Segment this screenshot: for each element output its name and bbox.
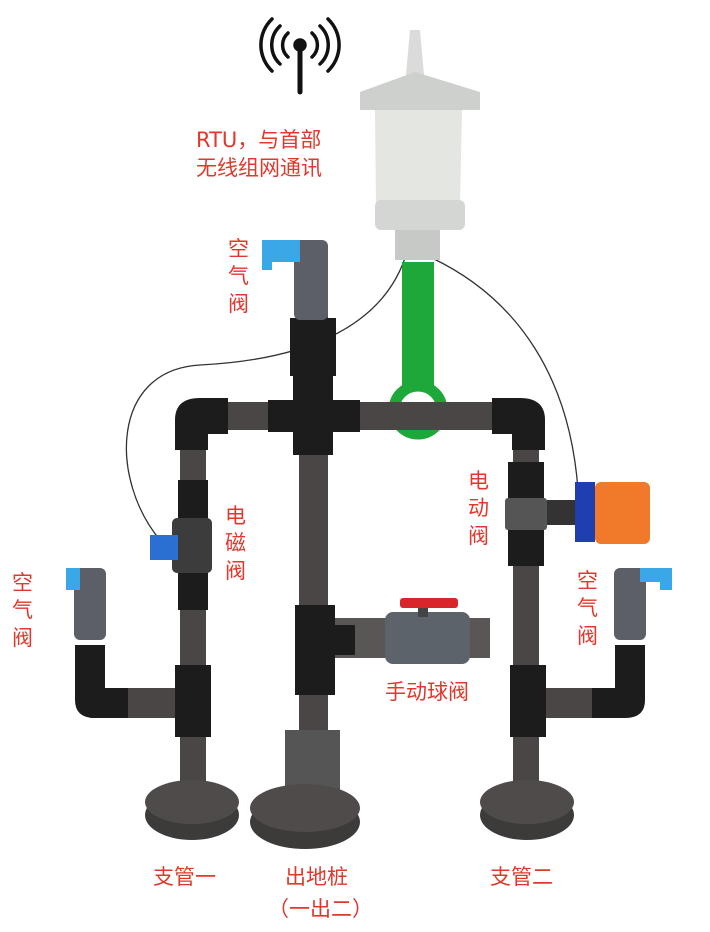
manual-ball-valve-label: 手动球阀: [385, 680, 469, 704]
air-valve-top-label: 空气阀: [228, 237, 249, 316]
solenoid-valve-label: 电磁阀: [225, 504, 246, 583]
air-valves: [66, 240, 672, 640]
electric-valve: [505, 482, 650, 544]
flanges: [145, 730, 574, 849]
air-valve-right-label: 空气阀: [577, 569, 598, 648]
rtu-device: [360, 30, 480, 260]
riser-label-line2: （一出二）: [268, 897, 373, 921]
branch-two-label: 支管二: [490, 865, 553, 889]
wireless-antenna-icon: [259, 17, 341, 95]
electric-valve-label: 电动阀: [468, 469, 489, 548]
branch-one-label: 支管一: [153, 865, 216, 889]
air-valve-left-label: 空气阀: [12, 571, 33, 650]
rtu-label-line2: 无线组网通讯: [196, 156, 322, 180]
fittings: [75, 318, 645, 737]
riser-label-line1: 出地桩: [285, 865, 348, 889]
signal-wires: [125, 257, 579, 541]
rtu-label-line1: RTU，与首部: [196, 128, 322, 152]
manual-ball-valve: [385, 598, 470, 664]
solenoid-valve: [150, 518, 212, 573]
